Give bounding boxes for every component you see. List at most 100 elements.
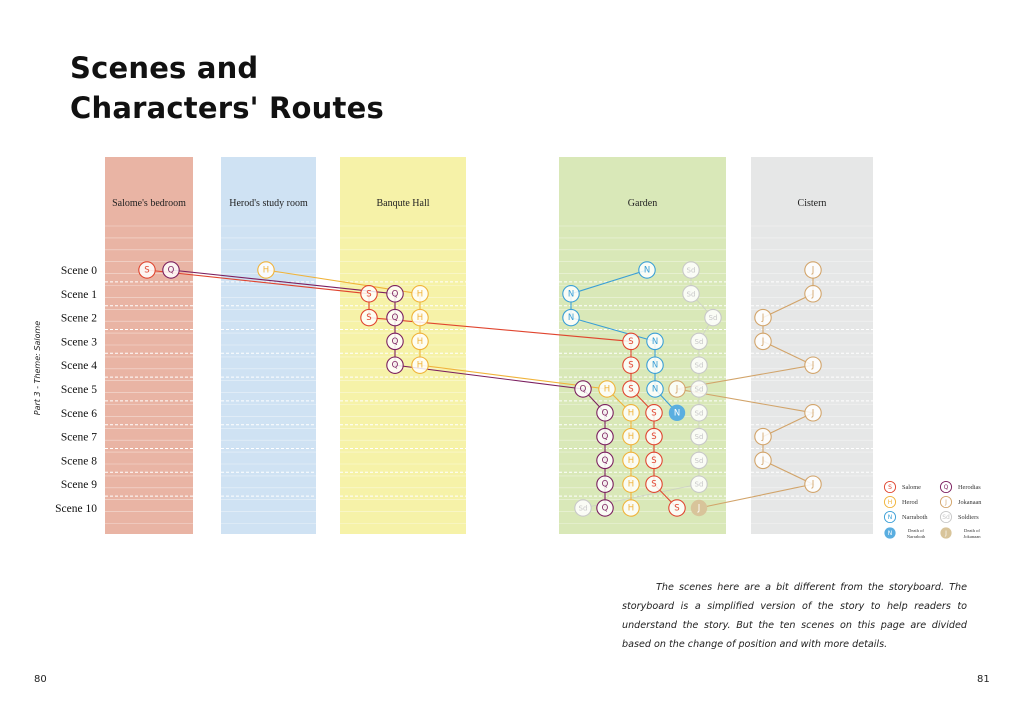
node-letter: Q <box>602 480 609 490</box>
node-circle <box>668 404 686 421</box>
node-circle <box>411 308 429 327</box>
node-letter: S <box>674 504 679 514</box>
legend-letter: S <box>888 484 892 491</box>
scene-label-8: Scene 8 <box>61 455 97 467</box>
location-band-3: Banqute Hall <box>340 157 466 534</box>
legend-swatch <box>939 495 953 509</box>
node-letter: H <box>417 289 423 299</box>
node-circle <box>690 451 708 470</box>
legend-swatch <box>884 527 896 539</box>
node-salome-scene-10: S <box>668 499 686 517</box>
node-circle <box>646 380 664 398</box>
node-soldiers-scene-4: Sd <box>690 356 708 374</box>
node-narraboth-scene-0: N <box>638 261 656 279</box>
node-letter: Sd <box>687 290 696 298</box>
node-herod-scene-9: H <box>622 475 640 493</box>
legend-letter: N <box>888 514 893 521</box>
legend-swatch <box>940 527 952 539</box>
node-letter: Sd <box>695 433 704 441</box>
node-herodias-scene-3: Q <box>386 332 404 351</box>
node-circle <box>574 380 592 398</box>
node-letter: Sd <box>709 314 718 322</box>
node-letter: Q <box>602 432 609 442</box>
node-narraboth-death: N <box>668 404 686 421</box>
node-letter: Sd <box>695 362 704 370</box>
node-herodias-scene-1: Q <box>386 285 404 303</box>
node-circle <box>638 261 656 279</box>
node-letter: J <box>811 289 815 299</box>
node-circle <box>754 308 772 327</box>
node-letter: Sd <box>695 386 704 394</box>
node-circle <box>596 404 614 422</box>
node-letter: N <box>568 289 574 299</box>
node-narraboth-scene-1: N <box>562 285 580 303</box>
side-label: Part 3 - Theme: Salome <box>33 321 42 415</box>
node-letter: S <box>144 266 149 276</box>
legend-label: Soldiers <box>958 514 979 521</box>
node-circle <box>646 356 664 374</box>
node-circle <box>562 285 580 303</box>
node-circle <box>690 475 708 493</box>
node-letter: Sd <box>687 267 696 275</box>
node-circle <box>574 499 592 517</box>
node-letter: J <box>761 337 765 347</box>
node-circle <box>622 427 640 446</box>
node-circle <box>386 308 404 327</box>
node-jokanaan-scene-7: J <box>754 427 772 446</box>
node-letter: J <box>697 504 701 514</box>
node-salome-scene-5: S <box>622 380 640 398</box>
location-band-1: Salome's bedroom <box>105 157 193 534</box>
node-herodias-scene-2: Q <box>386 308 404 327</box>
node-salome-scene-1: S <box>360 285 378 303</box>
node-letter: H <box>263 266 269 276</box>
node-salome-scene-0: S <box>138 261 156 279</box>
node-circle <box>138 261 156 279</box>
node-letter: J <box>761 432 765 442</box>
node-herodias-scene-5: Q <box>574 380 592 398</box>
scene-label-6: Scene 6 <box>61 408 97 420</box>
legend-swatch <box>939 510 953 524</box>
node-circle <box>622 404 640 422</box>
node-salome-scene-9: S <box>645 475 663 493</box>
node-letter: H <box>628 504 634 514</box>
node-circle <box>668 380 686 398</box>
node-circle <box>645 475 663 493</box>
node-letter: Sd <box>695 481 704 489</box>
node-letter: Sd <box>695 409 704 417</box>
node-letter: J <box>811 480 815 490</box>
node-circle <box>690 380 708 398</box>
node-herodias-scene-8: Q <box>596 451 614 470</box>
legend-swatch <box>883 480 897 494</box>
node-circle <box>386 285 404 303</box>
node-letter: H <box>628 432 634 442</box>
node-herod-scene-1: H <box>411 285 429 303</box>
node-herodias-scene-7: Q <box>596 427 614 446</box>
location-band-4: Garden <box>559 157 726 534</box>
node-letter: S <box>651 408 656 418</box>
band-fill <box>340 157 466 534</box>
node-herodias-scene-10: Q <box>596 499 614 517</box>
page-number-right: 81 <box>977 674 990 685</box>
node-letter: S <box>628 385 633 395</box>
node-circle <box>690 427 708 446</box>
scene-label-0: Scene 0 <box>61 265 97 277</box>
node-soldiers-scene-3: Sd <box>690 332 708 351</box>
location-label: Herod's study room <box>229 198 308 209</box>
legend-label-line2: Narraboth <box>907 534 926 539</box>
node-herod-scene-5: H <box>598 380 616 398</box>
legend-swatch <box>883 510 897 524</box>
node-circle <box>622 356 640 374</box>
node-letter: N <box>652 385 658 395</box>
scene-label-2: Scene 2 <box>61 313 97 325</box>
node-circle <box>704 308 722 327</box>
node-letter: S <box>628 337 633 347</box>
scene-label-1: Scene 1 <box>61 289 97 301</box>
legend-label: Herod <box>902 499 919 506</box>
node-letter: Q <box>602 408 609 418</box>
node-letter: H <box>628 456 634 466</box>
node-herod-scene-2: H <box>411 308 429 327</box>
